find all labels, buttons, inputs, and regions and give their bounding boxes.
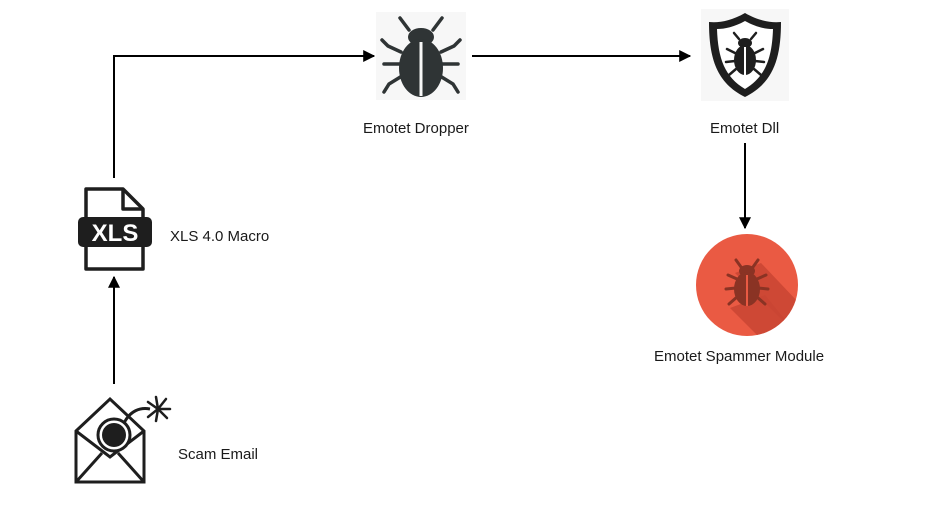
shield-bug-icon: [701, 9, 789, 101]
xls-macro-label: XLS 4.0 Macro: [170, 228, 270, 245]
edge-xls-to-dropper: [113, 50, 376, 178]
dll-label: Emotet Dll: [710, 120, 780, 137]
spammer-label: Emotet Spammer Module: [654, 348, 825, 365]
xls-icon-text: XLS: [92, 220, 139, 247]
bug-icon: [376, 12, 466, 100]
email-bomb-icon: [74, 395, 172, 484]
dropper-label: Emotet Dropper: [363, 120, 469, 137]
xls-file-icon: XLS: [78, 187, 152, 271]
scam-email-label: Scam Email: [178, 446, 259, 463]
bug-circle-icon: [696, 234, 798, 336]
